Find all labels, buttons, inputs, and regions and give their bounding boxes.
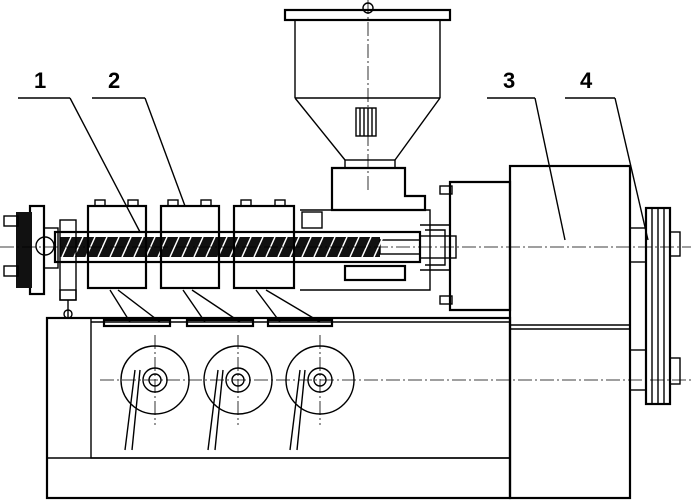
centre-lines xyxy=(0,0,691,425)
callout-4: 4 xyxy=(580,68,593,93)
callout-3: 3 xyxy=(503,68,515,93)
callout-2: 2 xyxy=(108,68,120,93)
drive-pulley xyxy=(629,206,681,406)
base-frame xyxy=(45,316,512,500)
feed-bracket xyxy=(301,211,407,282)
die-head xyxy=(3,204,77,319)
cooling-ducts xyxy=(102,289,334,328)
callout-1: 1 xyxy=(34,68,46,93)
gearbox-housing xyxy=(420,164,632,500)
leader-lines xyxy=(18,97,649,241)
feed-hopper xyxy=(283,2,452,291)
